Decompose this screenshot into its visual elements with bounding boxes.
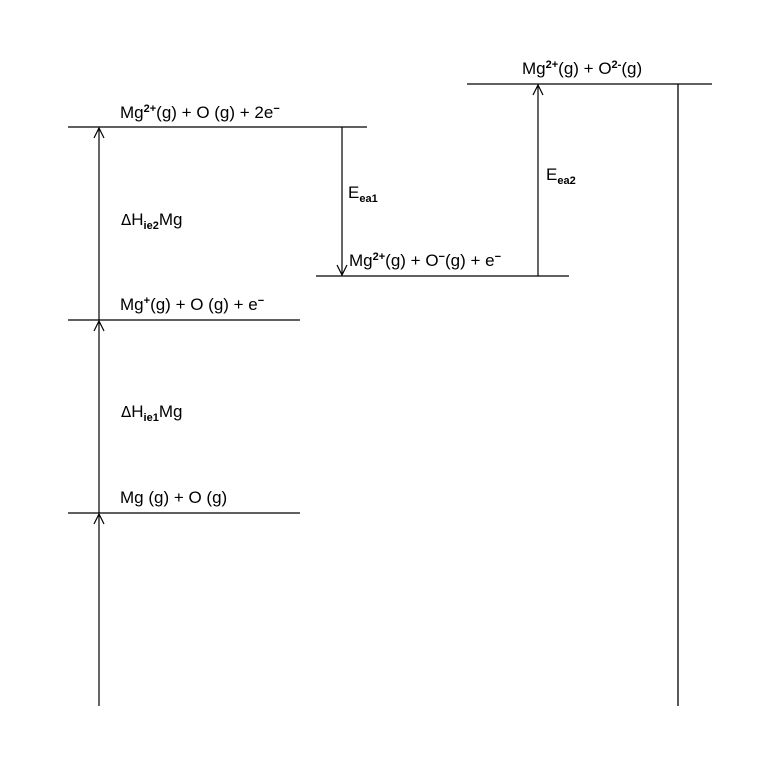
level-label-mg2-om-e: Mg2+(g) + O−(g) + e−	[349, 251, 502, 270]
level-label-mg-o: Mg (g) + O (g)	[120, 488, 228, 507]
delta-symbol: Δ	[121, 211, 132, 229]
delta-symbol: Δ	[121, 403, 132, 421]
level-label-mg2-o2: Mg2+(g) + O2-(g)	[522, 59, 643, 78]
level-label-mg2-o-2e: Mg2+(g) + O (g) + 2e−	[120, 103, 280, 122]
level-label-mgp-o-e: Mg+(g) + O (g) + e−	[120, 295, 265, 314]
arrow-label-ea2: Eea2	[546, 165, 576, 187]
arrow-label-ie1: ΔHie1Mg	[121, 402, 183, 424]
arrow-label-ie2: ΔHie2Mg	[121, 210, 183, 232]
arrow-label-ea1: Eea1	[348, 183, 378, 205]
